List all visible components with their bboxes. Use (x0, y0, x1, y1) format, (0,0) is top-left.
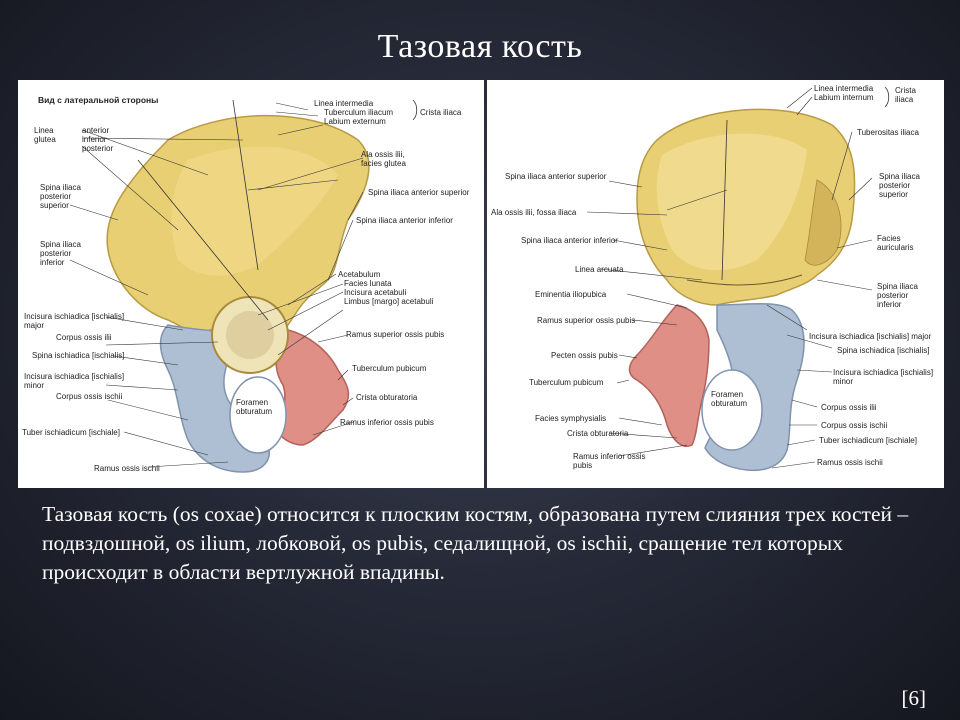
label-crista-obturatoria: Crista obturatoria (567, 429, 629, 438)
slide-title: Тазовая кость (377, 28, 583, 65)
label-spina-iliaca-posterior-superior: Spina iliaca posterior superior (40, 183, 81, 210)
slide-caption: Тазовая кость (os coxae) относится к пло… (42, 502, 909, 584)
label-ramus-inferior-ossis-pubis: Ramus inferior ossis pubis (573, 452, 646, 470)
label-eminentia-iliopubica: Eminentia iliopubica (535, 290, 607, 299)
label-labium-externum: Labium externum (324, 117, 386, 126)
obturator-foramen-shape (229, 376, 287, 454)
pubis-shape (628, 304, 710, 447)
label-facies-auricularis: Facies auricularis (877, 234, 914, 252)
label-limbus-acetabuli: Limbus [margo] acetabuli (344, 297, 434, 306)
label-ramus-ossis-ischii: Ramus ossis ischii (94, 464, 160, 473)
label-spina-iliaca-posterior-inferior: Spina iliaca posterior inferior (877, 282, 918, 309)
label-tuber-ischiadicum: Tuber ischiadicum [ischiale] (22, 428, 120, 437)
label-corpus-ossis-ilii: Corpus ossis ilii (56, 333, 112, 342)
label-labium-internum: Labium internum (814, 93, 874, 102)
pubis-shape (272, 329, 350, 446)
label-ramus-superior-ossis-pubis: Ramus superior ossis pubis (537, 316, 636, 325)
label-spina-iliaca-posterior-superior: Spina iliaca posterior superior (879, 172, 920, 199)
label-incisura-ischiadica-minor: Incisura ischiadica [ischialis] minor (24, 372, 125, 390)
label-foramen-obturatum: Foramen obturatum (236, 398, 273, 416)
label-crista-obturatoria: Crista obturatoria (356, 393, 418, 402)
label-spina-iliaca-anterior-inferior: Spina iliaca anterior inferior (356, 216, 453, 225)
label-spina-iliaca-posterior-inferior: Spina iliaca posterior inferior (40, 240, 81, 267)
label-tuberositas-iliaca: Tuberositas iliaca (857, 128, 919, 137)
label-facies-lunata: Facies lunata (344, 279, 392, 288)
label-incisura-acetabuli: Incisura acetabuli (344, 288, 407, 297)
label-spina-iliaca-anterior-superior: Spina iliaca anterior superior (368, 188, 470, 197)
iliac-fossa (656, 133, 807, 271)
label-linea-arcuata: Linea arcuata (575, 265, 624, 274)
label-corpus-ossis-ischii: Corpus ossis ischii (56, 392, 123, 401)
citation-number: [6] (901, 686, 927, 710)
label-spina-ischiadica: Spina ischiadica [ischialis] (837, 346, 930, 355)
label-spina-iliaca-anterior-superior: Spina iliaca anterior superior (505, 172, 607, 181)
label-spina-ischiadica: Spina ischiadica [ischialis] (32, 351, 125, 360)
label-crista-iliaca: Crista iliaca (420, 108, 462, 117)
label-incisura-ischiadica-major: Incisura ischiadica [ischialis] major (809, 332, 932, 341)
label-tuberculum-iliacum: Tuberculum iliacum (324, 108, 394, 117)
label-linea-intermedia: Linea intermedia (314, 99, 374, 108)
ilium-gluteal-surface (171, 146, 338, 276)
label-corpus-ossis-ilii: Corpus ossis ilii (821, 403, 877, 412)
label-ramus-superior-ossis-pubis: Ramus superior ossis pubis (346, 330, 445, 339)
label-linea-intermedia: Linea intermedia (814, 84, 874, 93)
label-ramus-inferior-ossis-pubis: Ramus inferior ossis pubis (340, 418, 434, 427)
label-corpus-ossis-ischii: Corpus ossis ischii (821, 421, 888, 430)
pelvic-bone-medial-view-figure: Linea intermedia Labium internum Crista … (487, 80, 944, 488)
label-ala-ossis-ilii-fossa-iliaca: Ala ossis ilii, fossa iliaca (491, 208, 577, 217)
label-pecten-ossis-pubis: Pecten ossis pubis (551, 351, 618, 360)
label-tuberculum-pubicum: Tuberculum pubicum (352, 364, 427, 373)
label-tuberculum-pubicum: Tuberculum pubicum (529, 378, 604, 387)
label-linea-glutea: Linea glutea (34, 126, 56, 144)
label-spina-iliaca-anterior-inferior: Spina iliaca anterior inferior (521, 236, 618, 245)
pelvic-bone-lateral-view-figure: Вид с латеральной стороны Linea glutea a… (18, 80, 484, 488)
label-incisura-ischiadica-minor: Incisura ischiadica [ischialis] minor (833, 368, 934, 386)
label-incisura-ischiadica-major: Incisura ischiadica [ischialis] major (24, 312, 125, 330)
label-ala-ossis-ilii: Ala ossis ilii, facies glutea (361, 150, 406, 168)
obturator-foramen-shape (701, 369, 763, 451)
label-crista-iliaca: Crista iliaca (895, 86, 916, 104)
label-facies-symphysialis: Facies symphysialis (535, 414, 607, 423)
label-ramus-ossis-ischii: Ramus ossis ischii (817, 458, 883, 467)
label-anterior-inferior-posterior: anterior inferior posterior (82, 126, 114, 153)
label-acetabulum: Acetabulum (338, 270, 381, 279)
label-foramen-obturatum: Foramen obturatum (711, 390, 748, 408)
auricular-surface (804, 179, 842, 266)
pelvic-bone-lateral-illustration (69, 99, 418, 473)
pelvic-bone-medial-illustration (586, 86, 890, 472)
view-heading: Вид с латеральной стороны (38, 95, 159, 105)
label-tuber-ischiadicum: Tuber ischiadicum [ischiale] (819, 436, 917, 445)
